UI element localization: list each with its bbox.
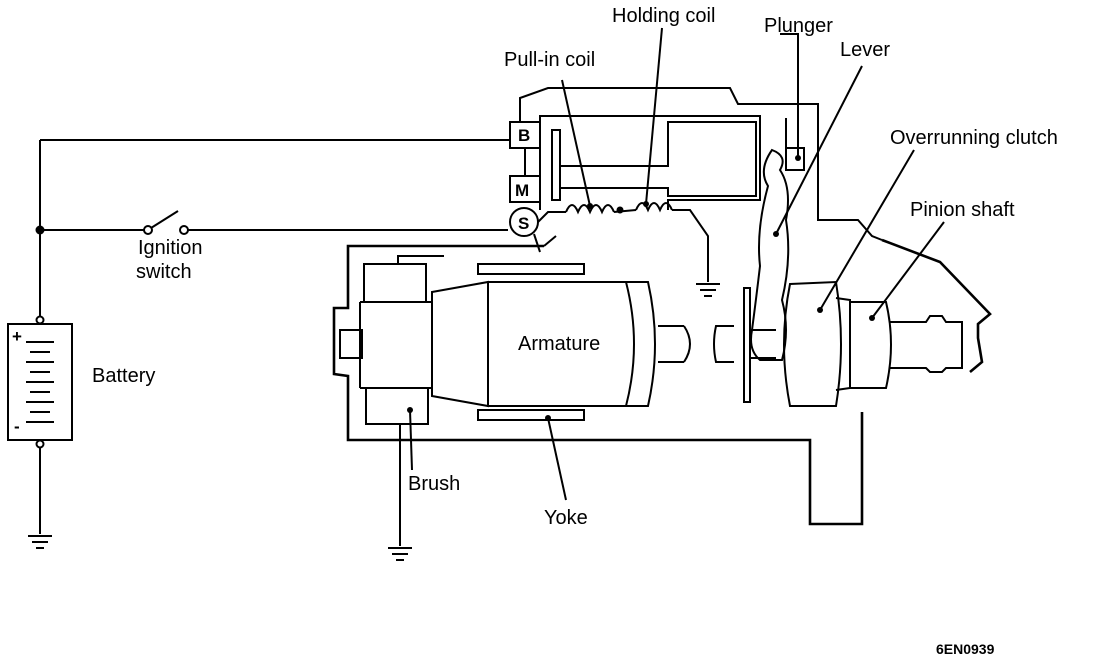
- lever-leader: [775, 65, 863, 235]
- holding-coil-winding: [635, 202, 673, 213]
- upper-brush-lead: [397, 255, 444, 264]
- rear-shaft-stub: [339, 329, 363, 359]
- pinion-shaft-leader: [871, 221, 945, 319]
- battery-positive-sign: +: [12, 327, 22, 346]
- m-terminal-lead: [533, 233, 541, 253]
- leader-lines: [407, 27, 945, 501]
- m-terminal-box: [509, 175, 541, 203]
- clutch-washer: [743, 287, 751, 403]
- motor-housing: [332, 118, 992, 561]
- battery-symbol: + -: [7, 315, 73, 449]
- brush-ground-symbol: [388, 547, 412, 561]
- labels: Holding coil Pull-in coil Plunger Lever …: [92, 5, 1058, 657]
- battery-ground-symbol: [28, 535, 52, 549]
- yoke-label: Yoke: [544, 507, 588, 529]
- armature-label: Armature: [518, 333, 600, 355]
- s-terminal-label: S: [518, 214, 529, 233]
- figure-code: 6EN0939: [936, 641, 995, 657]
- armature-shaft-front: [658, 325, 691, 363]
- pinion-gear: [850, 301, 892, 389]
- plunger-pin: [785, 147, 805, 171]
- pinion-shaft-body: [890, 315, 963, 373]
- housing-corner: [543, 235, 557, 247]
- pull-in-lead: [537, 211, 566, 223]
- wiring: [28, 139, 510, 549]
- pull-in-coil-leader: [561, 79, 591, 207]
- lever-arm: [750, 148, 790, 361]
- pull-in-coil-winding: [565, 204, 615, 215]
- drive-shaft-end: [713, 325, 734, 363]
- coil-link: [613, 209, 637, 213]
- lower-brush-block: [365, 387, 429, 425]
- plunger-label: Plunger: [764, 15, 833, 37]
- overrunning-clutch-leader: [819, 149, 915, 311]
- solenoid-plunger-body: [560, 121, 757, 197]
- overrunning-clutch-label: Overrunning clutch: [890, 127, 1058, 149]
- housing-outline-lower: [332, 244, 864, 526]
- armature-taper: [431, 280, 489, 408]
- plunger-leader: [780, 33, 799, 158]
- nose-housing-outline: [881, 238, 992, 373]
- commutator: [359, 301, 433, 389]
- yoke-leader: [547, 417, 567, 501]
- pinion-shaft-label: Pinion shaft: [910, 199, 1015, 221]
- brush-label: Brush: [408, 473, 460, 495]
- holding-coil-leader: [645, 27, 663, 205]
- solenoid: B M S: [509, 87, 883, 297]
- holding-coil-ground-lead: [672, 209, 709, 282]
- coil-ground-symbol: [696, 283, 720, 297]
- solenoid-contact-plate: [551, 129, 561, 201]
- clutch-collar: [835, 297, 851, 391]
- drive-shaft-segment: [750, 329, 776, 359]
- battery-negative-sign: -: [14, 417, 20, 436]
- b-terminal-label: B: [518, 126, 530, 145]
- lever-label: Lever: [840, 39, 890, 61]
- brush-leader: [409, 409, 413, 471]
- battery-label: Battery: [92, 365, 155, 387]
- pull-in-coil-label: Pull-in coil: [504, 49, 595, 71]
- ignition-switch-label-line2: switch: [136, 261, 192, 283]
- holding-coil-label: Holding coil: [612, 5, 715, 27]
- yoke-upper-pole: [477, 263, 585, 275]
- ignition-switch: [143, 210, 189, 235]
- m-terminal-label: M: [515, 181, 529, 200]
- solenoid-housing-top: [519, 87, 883, 241]
- armature-core: [487, 281, 656, 407]
- upper-brush-block: [363, 263, 427, 303]
- armature-end-line: [625, 281, 635, 407]
- overrunning-clutch-body: [783, 280, 842, 407]
- yoke-lower-pole: [477, 409, 585, 421]
- ignition-switch-label-line1: Ignition: [138, 237, 203, 259]
